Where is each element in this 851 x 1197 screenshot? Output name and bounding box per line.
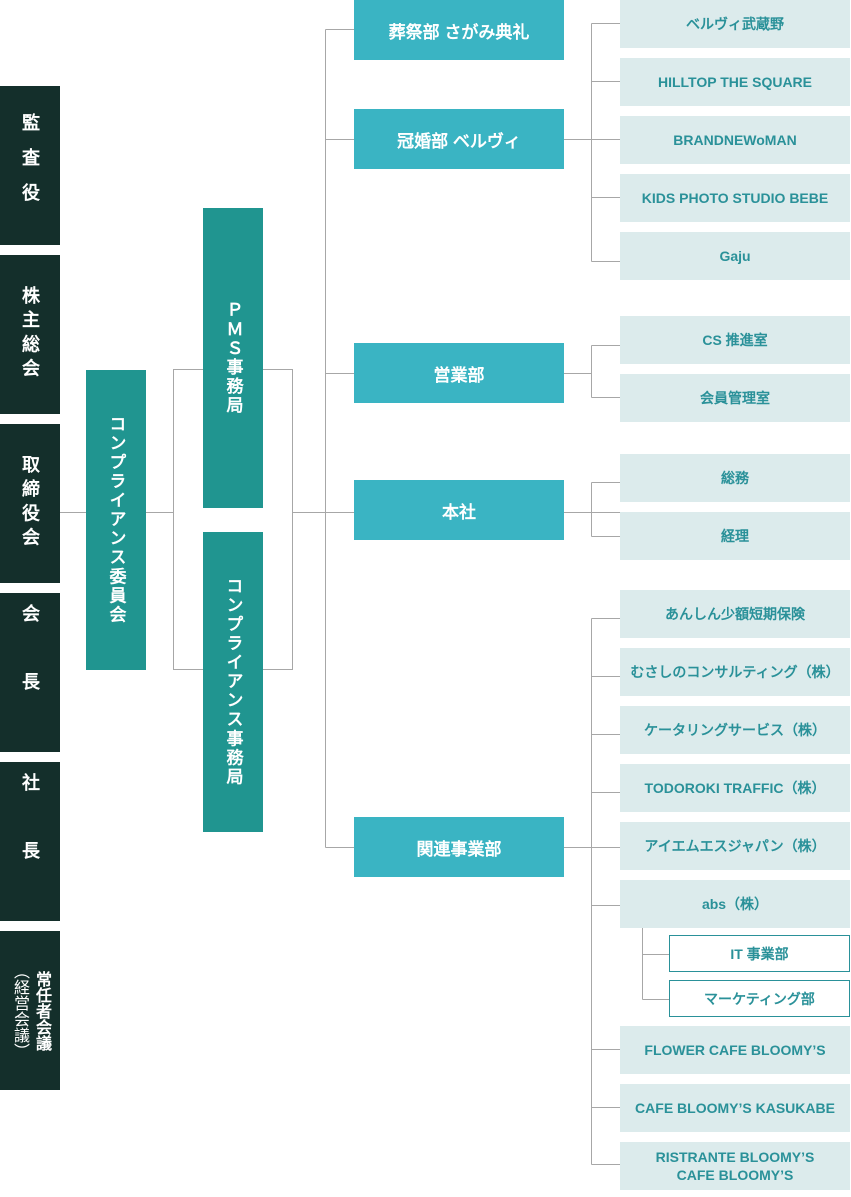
unit-bellvie-musashino: ベルヴィ武蔵野	[620, 0, 850, 48]
dept-wedding: 冠婚部 ベルヴィ	[354, 109, 564, 169]
compliance-office-label: コンプライアンス事務局	[223, 577, 243, 787]
dept-funeral: 葬祭部 さがみ典礼	[354, 0, 564, 60]
unit-abs-it: IT 事業部	[669, 935, 850, 972]
compliance-office-box: コンプライアンス事務局	[203, 532, 263, 832]
unit-todoroki-traffic: TODOROKI TRAFFIC（株）	[620, 764, 850, 812]
standing-council-label: 常任者会議	[33, 970, 50, 1051]
board-of-directors-label: 取締役会	[20, 454, 40, 553]
unit-cafe-bloomys-kasukabe: CAFE BLOOMY’S KASUKABE	[620, 1084, 850, 1132]
unit-flower-cafe-bloomys: FLOWER CAFE BLOOMY’S	[620, 1026, 850, 1074]
unit-general-affairs: 総務	[620, 454, 850, 502]
unit-cs-promotion: CS 推進室	[620, 316, 850, 364]
shareholders-meeting-label: 株主総会	[20, 285, 40, 384]
unit-gaju: Gaju	[620, 232, 850, 280]
standing-council-sublabel: （経営会議）	[11, 962, 28, 1059]
auditor-box: 監査役	[0, 86, 60, 245]
chairman-label: 会長	[20, 604, 40, 741]
chairman-box: 会長	[0, 593, 60, 752]
unit-anshin-insurance: あんしん少額短期保険	[620, 590, 850, 638]
unit-catering-service: ケータリングサービス（株）	[620, 706, 850, 754]
dept-affiliates: 関連事業部	[354, 817, 564, 877]
unit-kids-photo-studio: KIDS PHOTO STUDIO BEBE	[620, 174, 850, 222]
compliance-committee-label: コンプライアンス委員会	[106, 415, 126, 625]
unit-musashino-consulting: むさしのコンサルティング（株）	[620, 648, 850, 696]
shareholders-meeting-box: 株主総会	[0, 255, 60, 414]
board-of-directors-box: 取締役会	[0, 424, 60, 583]
unit-abs: abs（株）	[620, 880, 850, 928]
president-label: 社長	[20, 773, 40, 910]
unit-brandnewoman: BRANDNEWoMAN	[620, 116, 850, 164]
pms-office-box: ＰＭＳ事務局	[203, 208, 263, 508]
unit-ristrante-bloomys: RISTRANTE BLOOMY’S CAFE BLOOMY’S	[620, 1142, 850, 1190]
dept-headquarters: 本社	[354, 480, 564, 540]
unit-abs-marketing: マーケティング部	[669, 980, 850, 1017]
unit-ims-japan: アイエムエスジャパン（株）	[620, 822, 850, 870]
unit-accounting: 経理	[620, 512, 850, 560]
president-box: 社長	[0, 762, 60, 921]
pms-office-label: ＰＭＳ事務局	[223, 300, 243, 416]
unit-hilltop-the-square: HILLTOP THE SQUARE	[620, 58, 850, 106]
dept-sales: 営業部	[354, 343, 564, 403]
standing-council-box: 常任者会議 （経営会議）	[0, 931, 60, 1090]
auditor-label: 監査役	[20, 112, 40, 219]
compliance-committee-box: コンプライアンス委員会	[86, 370, 146, 670]
unit-member-management: 会員管理室	[620, 374, 850, 422]
